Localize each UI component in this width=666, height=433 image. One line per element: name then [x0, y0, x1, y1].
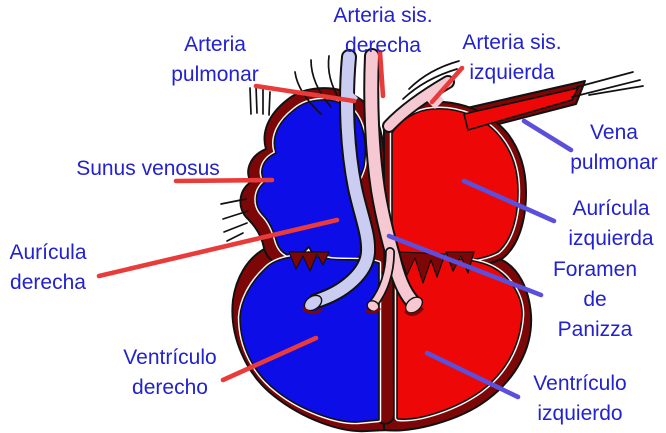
right-av-valve: [288, 251, 330, 272]
label-auricula-derecha: Aurícula derecha: [9, 241, 87, 294]
great-vessels: [220, 48, 644, 316]
label-sunus-venosus: Sunus venosus: [76, 157, 220, 180]
systemic-artery-branch: [370, 248, 394, 307]
vessel-outline-strands: [294, 55, 644, 115]
leader-arteria-pulmonar: [253, 83, 357, 104]
right-systemic-artery-vessel: [365, 50, 418, 307]
leader-arteria-sis-izquierda: [429, 65, 465, 105]
leader-ventriculo-izquierdo: [424, 350, 521, 400]
label-arteria-sis-derecha: Arteria sis. derecha: [333, 4, 433, 57]
leader-vena-pulmonar: [521, 118, 574, 153]
label-ventriculo-derecho: Ventrículo derecho: [123, 346, 217, 399]
label-auricula-izquierda: Aurícula izquierda: [568, 197, 654, 250]
label-arteria-sis-izquierda: Arteria sis. izquierda: [462, 31, 562, 84]
label-vena-pulmonar: Vena pulmonar: [570, 121, 658, 174]
label-arteria-pulmonar: Arteria pulmonar: [171, 33, 259, 86]
label-foramen-de-panizza: Foramen de Panizza: [552, 258, 638, 341]
leader-auricula-derecha: [96, 217, 340, 279]
pulmonary-vein-lumen: [463, 87, 579, 131]
leader-auricula-izquierda: [461, 178, 557, 224]
leader-ventriculo-derecho: [220, 335, 319, 383]
leader-sunus-venosus: [173, 177, 275, 184]
pulmonary-artery-vessel: [310, 51, 375, 307]
sinus-venosus-stubs: [220, 85, 271, 242]
left-systemic-artery-vessel: [384, 77, 453, 131]
label-ventriculo-izquierdo: Ventrículo izquierdo: [533, 372, 627, 425]
leader-arteria-sis-derecha: [377, 49, 386, 99]
leader-lines: [96, 49, 574, 400]
leader-foramen-de-panizza: [386, 233, 544, 298]
